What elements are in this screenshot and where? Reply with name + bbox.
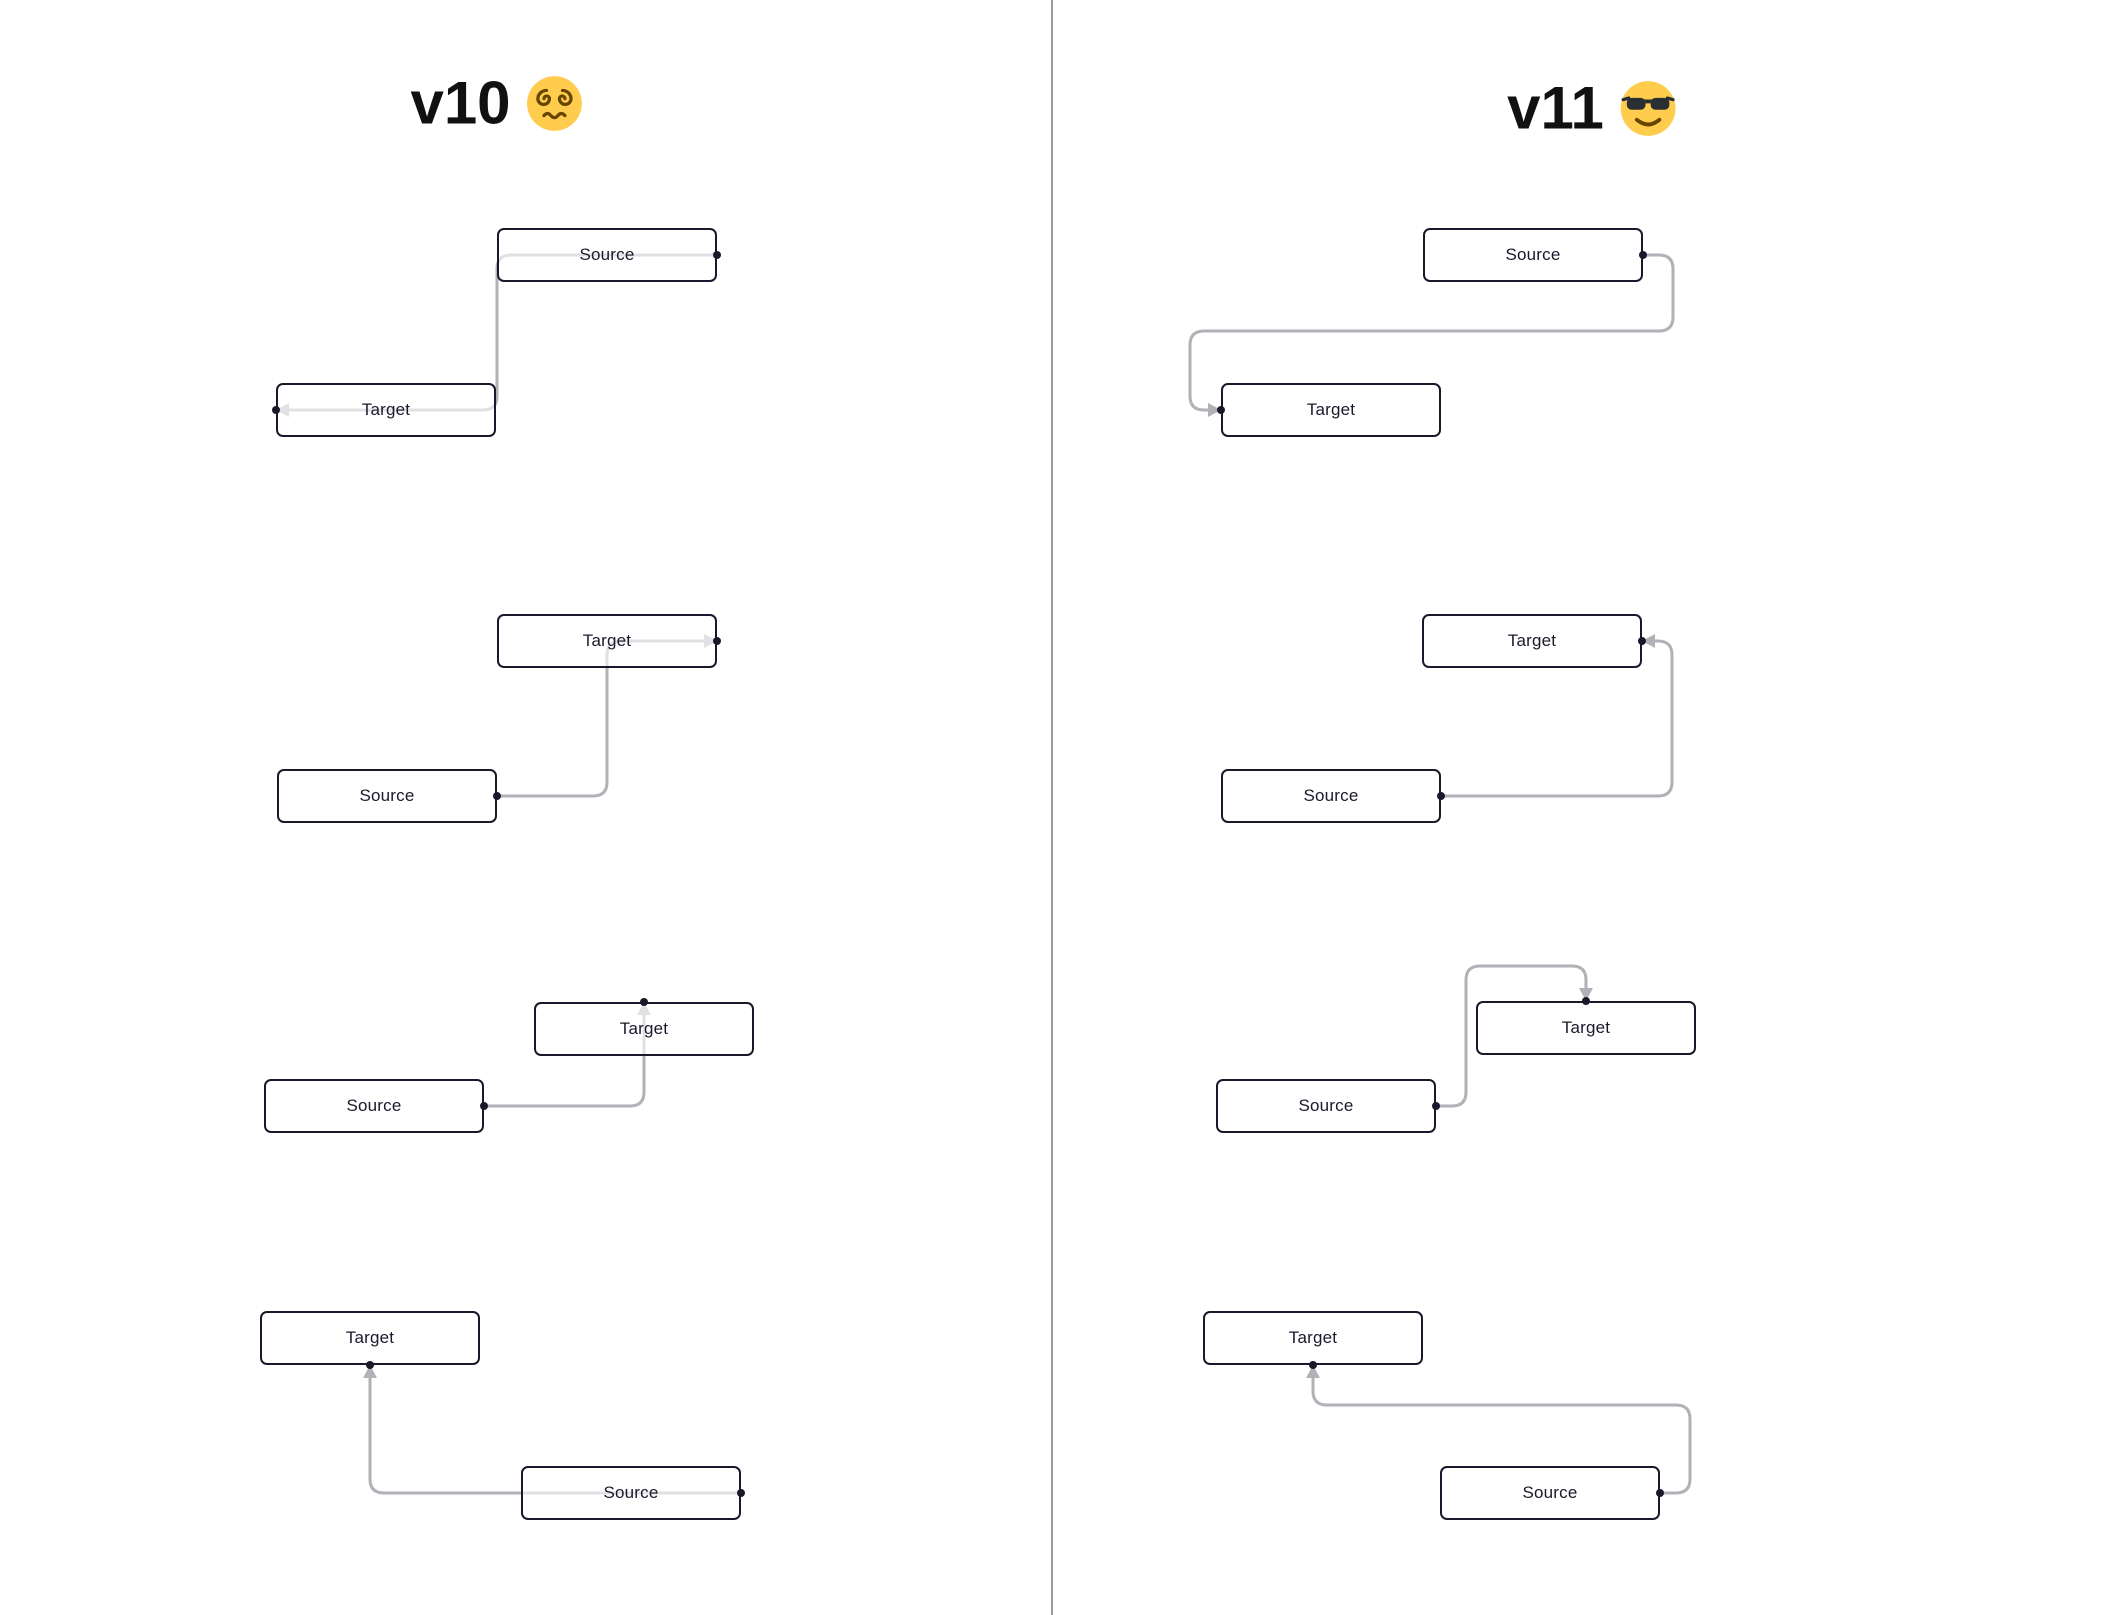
sunglasses-face-emoji: [1620, 80, 1676, 136]
node-label: Source: [1505, 245, 1561, 264]
edge-v11-3[interactable]: [1434, 964, 1588, 1108]
node-label: Target: [1288, 1328, 1338, 1347]
node-label: Source: [359, 786, 415, 805]
node-target-v11-5[interactable]: Target: [1476, 1001, 1696, 1055]
node-target-v11-7[interactable]: Target: [1203, 1311, 1423, 1365]
node-target-v10-5[interactable]: Target: [534, 1002, 754, 1056]
pane-title-v10-text: v10: [410, 69, 511, 137]
dizzy-face-emoji: [527, 75, 582, 131]
node-source-v11-8[interactable]: Source: [1440, 1466, 1660, 1520]
node-source-v10-1[interactable]: Source: [497, 228, 717, 282]
edge-v10-3[interactable]: [482, 1000, 646, 1108]
pane-title-v10: v10: [410, 69, 583, 138]
node-source-v11-6[interactable]: Source: [1216, 1079, 1436, 1133]
node-label: Target: [345, 1328, 395, 1347]
node-label: Source: [1303, 786, 1359, 805]
node-label: Target: [1507, 631, 1557, 650]
node-target-v11-2[interactable]: Target: [1221, 383, 1441, 437]
node-source-v10-4[interactable]: Source: [277, 769, 497, 823]
pane-title-v11: v11: [1507, 74, 1677, 143]
node-label: Target: [1561, 1018, 1611, 1037]
node-label: Target: [582, 631, 632, 650]
edge-v10-4[interactable]: [368, 1363, 743, 1495]
node-label: Target: [619, 1019, 669, 1038]
node-target-v10-3[interactable]: Target: [497, 614, 717, 668]
node-source-v10-8[interactable]: Source: [521, 1466, 741, 1520]
node-label: Source: [579, 245, 635, 264]
node-source-v11-4[interactable]: Source: [1221, 769, 1441, 823]
node-label: Target: [361, 400, 411, 419]
node-label: Source: [1522, 1483, 1578, 1502]
edge-v11-1[interactable]: [1188, 253, 1675, 412]
node-target-v11-3[interactable]: Target: [1422, 614, 1642, 668]
node-source-v11-1[interactable]: Source: [1423, 228, 1643, 282]
node-target-v10-2[interactable]: Target: [276, 383, 496, 437]
pane-divider: [1051, 0, 1053, 1615]
node-label: Source: [603, 1483, 659, 1502]
node-source-v10-6[interactable]: Source: [264, 1079, 484, 1133]
pane-title-v11-text: v11: [1507, 74, 1604, 142]
edge-v11-4[interactable]: [1311, 1363, 1692, 1495]
node-label: Source: [346, 1096, 402, 1115]
node-label: Source: [1298, 1096, 1354, 1115]
edge-v11-2[interactable]: [1439, 639, 1674, 798]
node-target-v10-7[interactable]: Target: [260, 1311, 480, 1365]
node-label: Target: [1306, 400, 1356, 419]
